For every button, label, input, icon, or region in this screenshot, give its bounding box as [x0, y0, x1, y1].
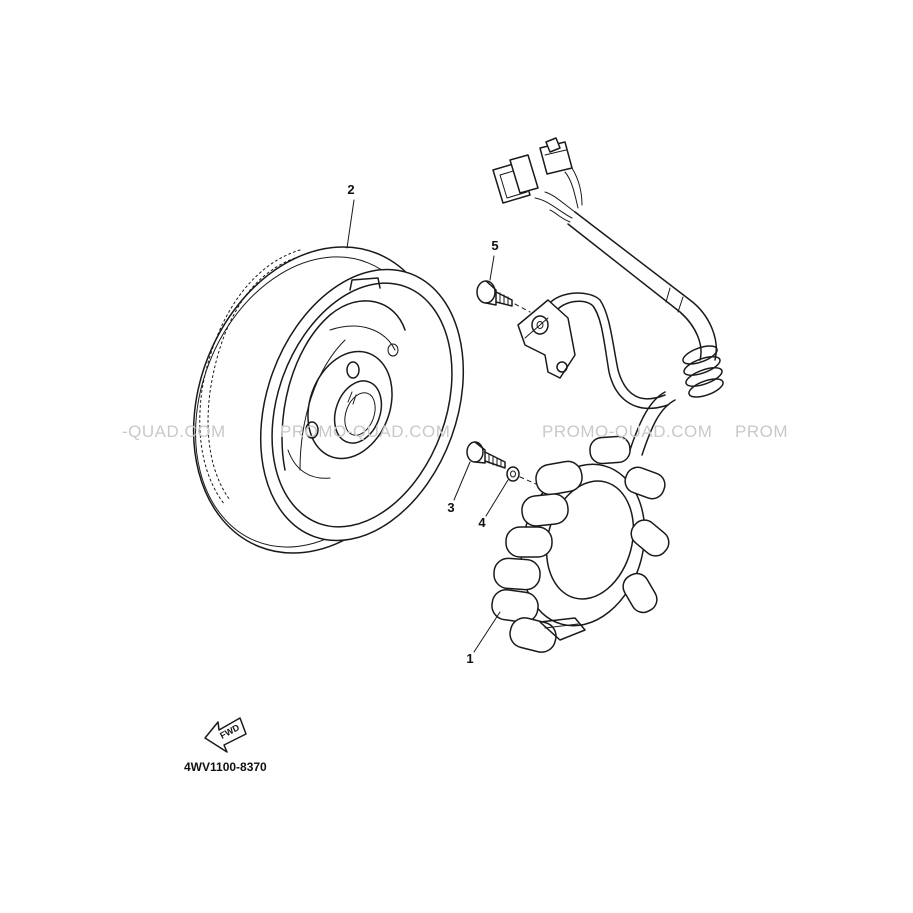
pickup-coil	[517, 299, 576, 379]
watermark-text: -QUAD.COM	[122, 422, 226, 441]
watermark-text: PROMO-QUAD.COM	[280, 422, 450, 441]
callout-label: 3	[447, 500, 454, 515]
washer-part-4	[506, 466, 537, 485]
diagram-reference-code: 4WV1100-8370	[184, 760, 267, 774]
watermark-text: PROMO-QUAD.COM	[542, 422, 712, 441]
screw-part-5	[476, 280, 531, 313]
callout-label: 2	[347, 182, 354, 197]
wiring-harness	[492, 137, 724, 410]
callout-label: 5	[491, 238, 498, 253]
callout-5: 5	[489, 238, 499, 281]
callout-label: 1	[466, 651, 473, 666]
forward-direction-arrow: FWD	[204, 717, 247, 753]
bolt-part-3	[466, 441, 506, 469]
watermark: -QUAD.COM PROMO-QUAD.COM PROMO-QUAD.COM …	[122, 422, 788, 441]
callout-4: 4	[478, 479, 509, 530]
callout-3: 3	[447, 461, 471, 515]
callout-2: 2	[346, 182, 355, 249]
rotor-flywheel	[192, 246, 465, 554]
callout-label: 4	[478, 515, 486, 530]
stator-coil-assembly	[491, 391, 676, 653]
callout-1: 1	[466, 611, 501, 666]
watermark-text: PROM	[735, 422, 788, 441]
